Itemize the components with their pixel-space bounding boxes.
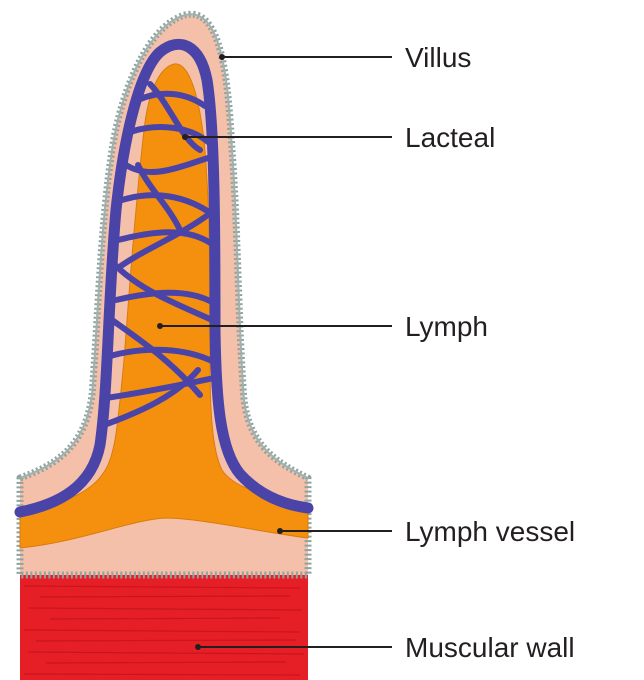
- lymph-vessel-label: Lymph vessel: [405, 516, 575, 547]
- label-lymph-vessel: Lymph vessel: [277, 516, 575, 547]
- lymph-label: Lymph: [405, 311, 488, 342]
- villus-label: Villus: [405, 42, 471, 73]
- lacteal-label: Lacteal: [405, 122, 495, 153]
- label-villus: Villus: [219, 42, 471, 73]
- muscular-wall-label: Muscular wall: [405, 632, 575, 663]
- muscular-wall: [20, 575, 308, 680]
- muscle-block: [20, 575, 308, 680]
